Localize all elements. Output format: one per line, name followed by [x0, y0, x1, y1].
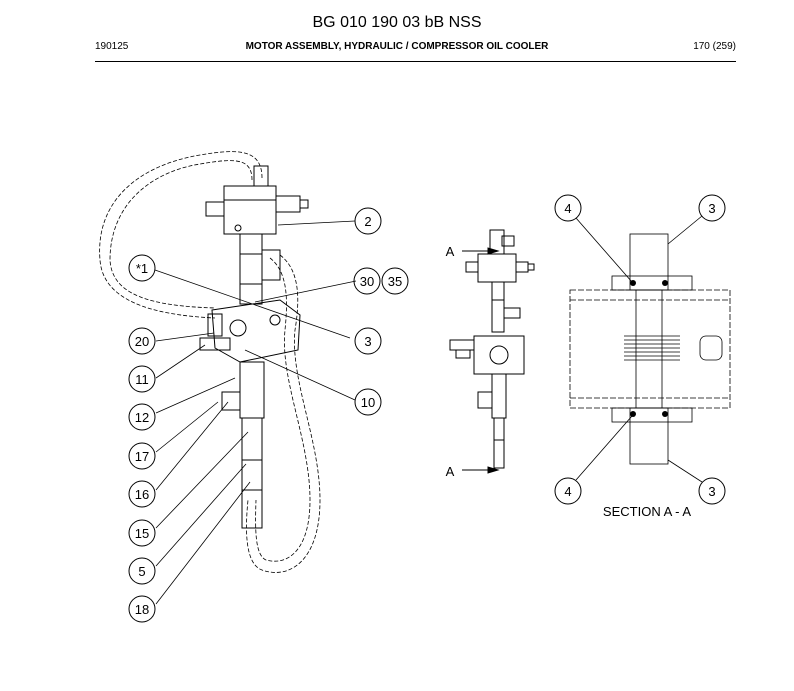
callout-30: 30 — [360, 274, 374, 289]
header-rule — [95, 61, 736, 62]
callout-5: 5 — [138, 564, 145, 579]
document-number: 190125 — [95, 41, 129, 52]
callout-1: *1 — [136, 261, 148, 276]
hose-loop — [99, 151, 321, 573]
leader-lines — [154, 220, 357, 605]
callout-10: 10 — [361, 395, 375, 410]
section-view — [569, 233, 731, 465]
section-callout-3-bottom: 3 — [708, 484, 715, 499]
section-callout-4-bottom: 4 — [564, 484, 571, 499]
callout-18: 18 — [135, 602, 149, 617]
lower-pipe — [221, 361, 265, 529]
callout-17: 17 — [135, 449, 149, 464]
callout-11: 11 — [135, 372, 149, 387]
motor-body — [199, 299, 301, 363]
callout-20: 20 — [135, 334, 149, 349]
section-label: SECTION A - A — [603, 504, 691, 519]
callout-12: 12 — [135, 410, 149, 425]
vertical-pipe — [239, 233, 281, 305]
document-subtitle: MOTOR ASSEMBLY, HYDRAULIC / COMPRESSOR O… — [245, 41, 549, 52]
side-view — [449, 229, 535, 469]
section-leaders — [575, 215, 703, 483]
section-arrows — [462, 247, 500, 474]
callout-35: 35 — [388, 274, 402, 289]
callout-16: 16 — [135, 487, 149, 502]
section-marker-bottom: A — [446, 464, 455, 479]
callout-2: 2 — [364, 214, 371, 229]
page-title: BG 010 190 03 bB NSS — [312, 14, 482, 31]
section-callout-3-top: 3 — [708, 201, 715, 216]
section-callout-4-top: 4 — [564, 201, 571, 216]
page-number: 170 (259) — [693, 41, 736, 52]
valve-block-top — [205, 165, 309, 235]
callout-15: 15 — [135, 526, 149, 541]
callout-3: 3 — [364, 334, 371, 349]
section-marker-top: A — [446, 244, 455, 259]
